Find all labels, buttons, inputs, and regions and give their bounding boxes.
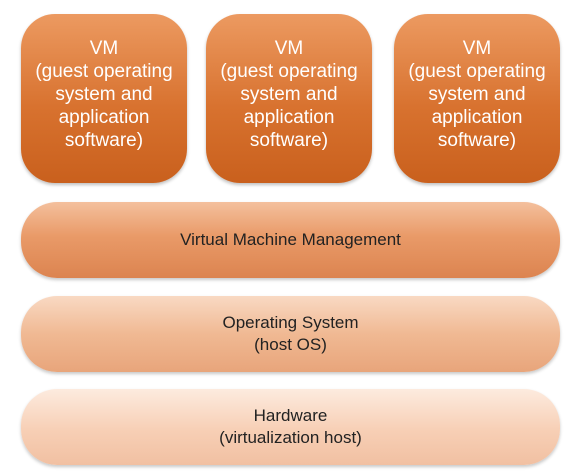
vm-desc-line: system and	[55, 84, 153, 105]
vm-desc-line: (guest operating	[408, 61, 546, 82]
vm-desc-line: (guest operating	[35, 61, 173, 82]
layer-label: Hardware	[253, 406, 328, 425]
vm-box-3: VM (guest operating system and applicati…	[394, 14, 560, 183]
vm-desc-line: system and	[428, 84, 526, 105]
vm-box-1: VM (guest operating system and applicati…	[21, 14, 187, 183]
vm-desc-line: system and	[240, 84, 338, 105]
vm-title: VM	[462, 38, 492, 59]
layer-sublabel: (virtualization host)	[219, 428, 362, 447]
vm-title: VM	[89, 38, 119, 59]
layer-hardware: Hardware (virtualization host)	[21, 389, 560, 465]
layer-virtual-machine-management: Virtual Machine Management	[21, 202, 560, 278]
vm-desc-line: (guest operating	[220, 61, 358, 82]
vm-box-2: VM (guest operating system and applicati…	[206, 14, 372, 183]
layer-label: Virtual Machine Management	[180, 230, 401, 249]
vm-desc-line: application	[431, 107, 523, 128]
vm-desc-line: software)	[64, 130, 144, 151]
vm-desc-line: application	[58, 107, 150, 128]
vm-desc-line: software)	[437, 130, 517, 151]
layer-operating-system: Operating System (host OS)	[21, 296, 560, 372]
layer-sublabel: (host OS)	[254, 335, 327, 354]
layer-label: Operating System	[222, 313, 359, 332]
vm-desc-line: software)	[249, 130, 329, 151]
vm-desc-line: application	[243, 107, 335, 128]
vm-title: VM	[274, 38, 304, 59]
